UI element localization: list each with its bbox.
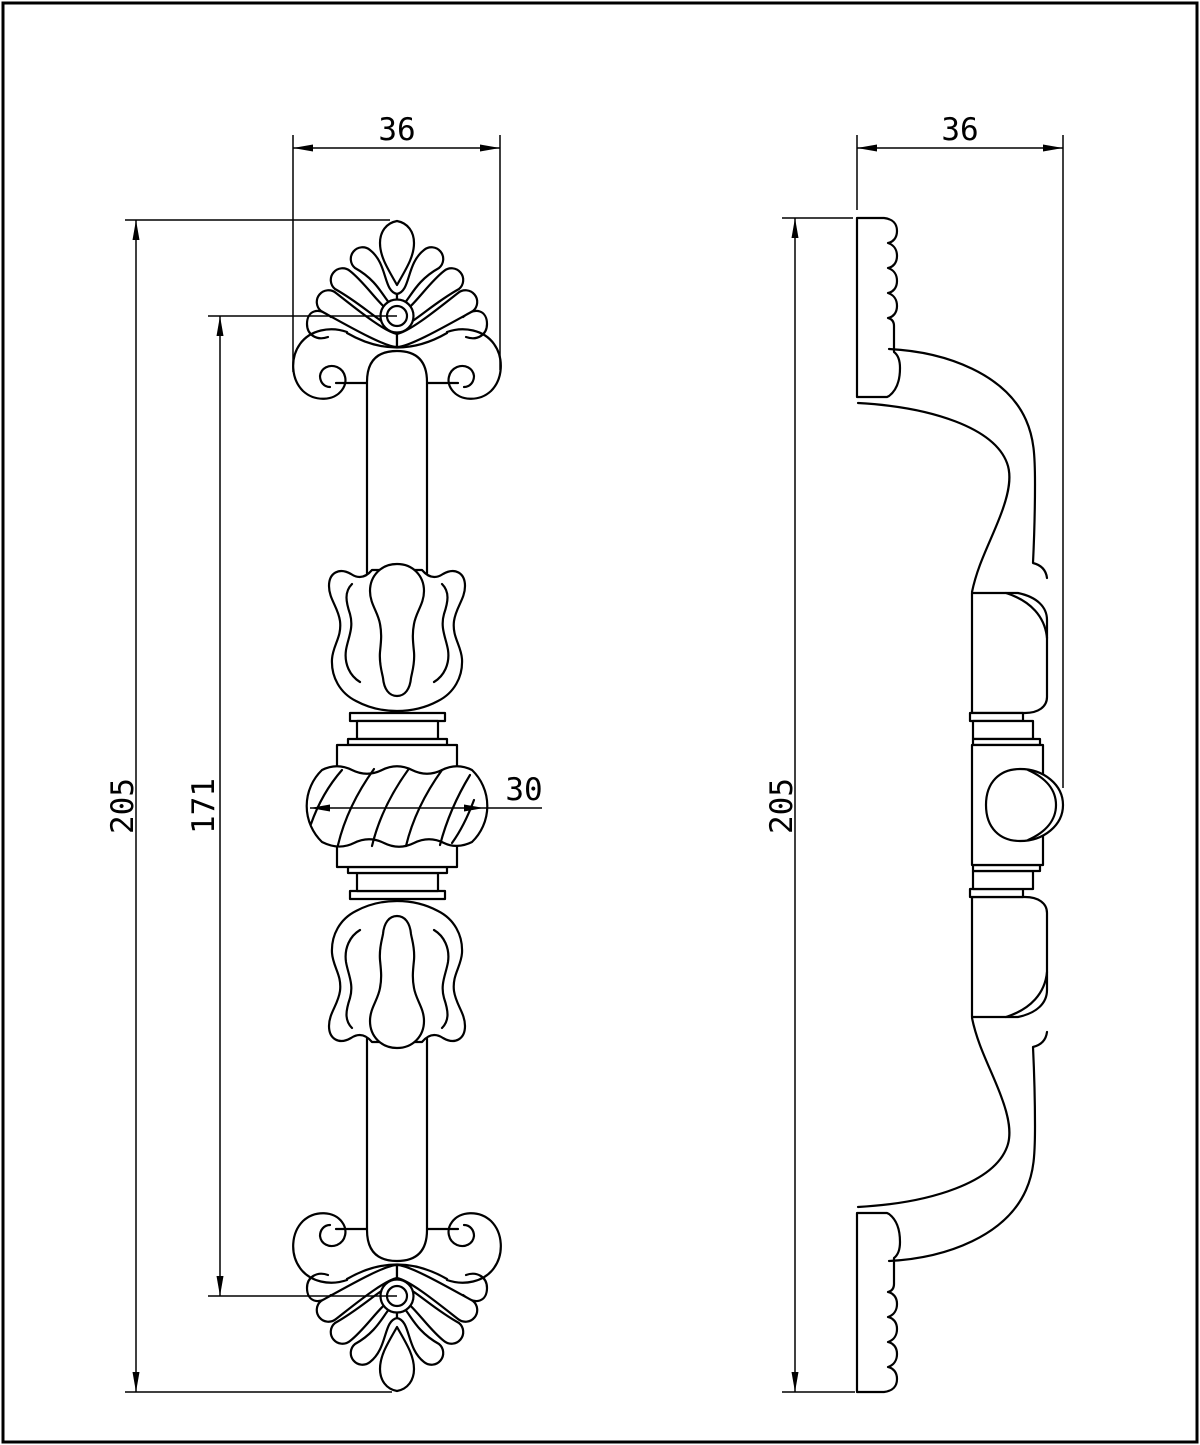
side-profile-top [855,216,1049,747]
backplate-fan-assembly-bottom [293,1016,501,1391]
collar-ring [355,719,440,741]
extension-line [292,135,501,372]
shaft [365,349,429,598]
dimension-front-width: 36 [292,112,501,372]
collar-ring-profile [968,711,1025,723]
volute-scroll [292,328,349,400]
rope-knob [305,743,489,869]
dimension-front-fixing-centres: 171 [186,315,397,1297]
fan-rib [349,246,399,309]
side-view [855,216,1065,1394]
arrowhead [293,144,313,152]
dimension-side-overall-height: 205 [764,217,855,1393]
collar-ring-profile [971,719,1035,741]
backplate-profile [855,216,902,399]
arrowhead [857,144,877,152]
dimension-knob-width: 30 [310,772,543,812]
tulip-stem [368,562,426,698]
dim-label-knob-width: 30 [505,772,542,808]
rope-strand [450,798,476,845]
tulip-profile-block [970,591,1049,715]
fan-rib [315,289,399,349]
extension-line [125,219,392,1393]
arrowhead [216,316,224,336]
dimension-side-depth: 36 [856,112,1064,788]
dim-label-side-overall-height: 205 [764,778,800,834]
extension-line [782,217,855,1393]
arrowhead [1043,144,1063,152]
dim-label-side-depth: 36 [941,112,978,148]
arrowhead [132,220,140,240]
knob-bulge [984,767,1065,843]
arrowhead [132,1372,140,1392]
knob-bulge-lobe [1026,768,1058,842]
rope-knob-profile [970,743,1065,867]
rope-strand [438,773,472,847]
tulip-ornament [327,562,467,747]
backplate-fan-assembly [292,219,502,598]
front-view [292,219,502,1391]
dim-label-front-width: 36 [378,112,415,148]
arrowhead [216,1276,224,1296]
arrowhead [791,1372,799,1392]
fan-center-leaf [378,219,416,287]
dim-label-front-overall-height: 205 [105,778,141,834]
arrowhead [464,804,484,812]
grip-outer-edge [887,347,1049,580]
tulip-ornament-bottom [329,867,465,1048]
arrowhead [310,804,330,812]
rope-strand [336,767,376,847]
collar-ring [348,711,447,723]
tulip-profile-arc [1004,591,1049,640]
arrowhead [480,144,500,152]
rope-knob-outline [305,765,489,848]
extension-line [208,315,397,1297]
tulip-sepal-line [344,582,362,684]
rope-strand [309,768,344,826]
dim-label-front-fixing-centres: 171 [186,778,222,834]
arrowhead [791,218,799,238]
side-profile-bottom [855,863,1049,1394]
grip-inner-edge [856,401,1011,594]
volute-scroll [445,328,502,400]
dimension-front-overall-height: 205 [105,219,392,1393]
